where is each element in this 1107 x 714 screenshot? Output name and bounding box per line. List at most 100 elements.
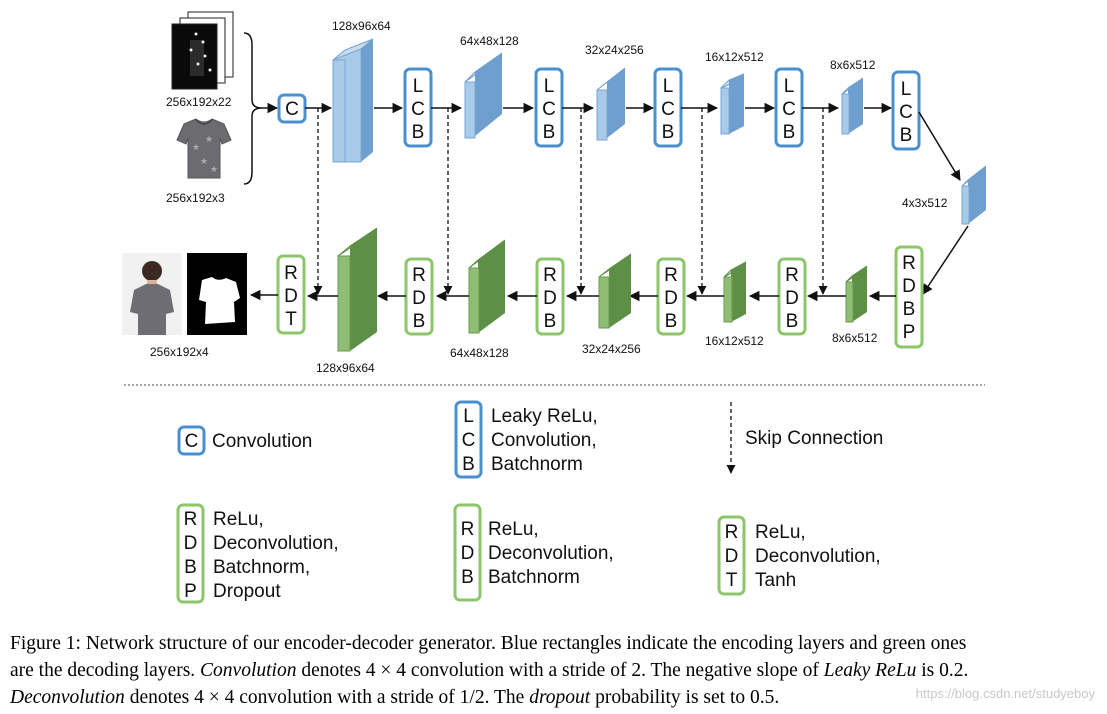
decoder-block-64x48x128 [468, 239, 506, 334]
input-mask-size-label: 256x192x22 [166, 95, 232, 109]
svg-text:C: C [782, 99, 796, 120]
legend-rdbp: R D B P ReLu, Deconvolution, Batchnorm, … [176, 503, 339, 604]
encoder-block-64x48x128 [464, 52, 503, 139]
svg-text:B: B [462, 454, 475, 475]
svg-text:C: C [462, 430, 476, 451]
encoder-lcb-box-1: L C B [403, 67, 433, 148]
svg-text:ReLu,: ReLu, [213, 509, 264, 530]
svg-text:★: ★ [200, 156, 208, 166]
encoder-block-32x24x256 [596, 67, 626, 141]
svg-text:D: D [284, 286, 298, 307]
watermark: https://blog.csdn.net/studyeboy [915, 686, 1095, 701]
caption-line-2: are the decoding layers. Convolution den… [10, 660, 969, 681]
svg-text:D: D [412, 288, 426, 309]
svg-text:B: B [544, 311, 557, 332]
input-mask-stack-image [171, 11, 234, 90]
encoder-size-5: 8x6x512 [830, 58, 876, 72]
legend-rdt: R D T ReLu, Deconvolution, Tanh [717, 515, 881, 596]
decoder-rdt-box: R D T [276, 254, 306, 335]
svg-text:★: ★ [205, 134, 213, 144]
decoder-rdb-box-4: R D B [404, 257, 434, 336]
svg-text:D: D [184, 533, 198, 554]
svg-text:Deconvolution,: Deconvolution, [755, 546, 881, 567]
encoder-size-1: 128x96x64 [332, 19, 391, 33]
svg-text:R: R [725, 522, 739, 543]
svg-text:D: D [543, 288, 557, 309]
encoder-size-3: 32x24x256 [585, 43, 644, 57]
svg-text:P: P [184, 581, 197, 602]
svg-text:L: L [901, 79, 912, 100]
svg-text:R: R [412, 265, 426, 286]
svg-text:R: R [902, 253, 916, 274]
svg-text:B: B [665, 311, 678, 332]
decoder-size-1: 8x6x512 [832, 331, 878, 345]
svg-text:T: T [285, 309, 297, 330]
decoder-block-16x12x512 [723, 261, 747, 323]
legend-conv: C Convolution [177, 425, 312, 456]
svg-text:B: B [783, 122, 796, 143]
input-brace [243, 32, 263, 185]
encoder-block-8x6x512 [841, 77, 864, 135]
legend-lcb: L C B Leaky ReLu, Convolution, Batchnorm [454, 400, 598, 479]
svg-text:Tanh: Tanh [755, 570, 796, 591]
svg-text:C: C [285, 99, 299, 120]
svg-text:D: D [785, 288, 799, 309]
encoder-block-16x12x512 [720, 73, 745, 135]
encoder-lcb-box-2: L C B [534, 67, 564, 148]
decoder-block-8x6x512 [845, 265, 868, 323]
caption-line-1: Figure 1: Network structure of our encod… [10, 633, 967, 654]
svg-text:C: C [185, 431, 199, 452]
svg-text:Batchnorm: Batchnorm [491, 454, 583, 475]
svg-text:Deconvolution,: Deconvolution, [213, 533, 339, 554]
bottleneck-size-label: 4x3x512 [902, 196, 948, 210]
svg-text:B: B [786, 311, 799, 332]
decoder-rdb-box-2: R D B [656, 257, 686, 336]
svg-text:B: B [461, 567, 474, 588]
svg-text:D: D [461, 543, 475, 564]
svg-text:★: ★ [210, 164, 218, 174]
svg-text:C: C [899, 102, 913, 123]
svg-text:B: B [543, 122, 556, 143]
svg-text:D: D [725, 546, 739, 567]
output-person-image [122, 253, 182, 335]
svg-text:Batchnorm: Batchnorm [488, 567, 580, 588]
svg-text:★: ★ [192, 142, 200, 152]
decoder-size-2: 16x12x512 [705, 334, 764, 348]
encoder-lcb-box-5: L C B [891, 70, 921, 151]
svg-text:D: D [664, 288, 678, 309]
svg-text:B: B [412, 122, 425, 143]
svg-text:B: B [900, 125, 913, 146]
svg-text:B: B [184, 557, 197, 578]
decoder-rdbp-box: R D B P [894, 245, 924, 349]
network-diagram: 256x192x22 ★ ★ ★ ★ 256x192x3 C 128x96x64… [122, 11, 987, 604]
svg-text:R: R [284, 263, 298, 284]
encoder-block-128x96x64 [332, 38, 374, 163]
skip-connections [313, 108, 828, 295]
svg-text:T: T [726, 570, 738, 591]
encoder-size-2: 64x48x128 [460, 34, 519, 48]
input-image-size-label: 256x192x3 [166, 191, 225, 205]
decoder-block-128x96x64 [337, 227, 378, 352]
figure-caption: Figure 1: Network structure of our encod… [10, 630, 1105, 711]
decoder-size-5: 128x96x64 [316, 361, 375, 375]
svg-text:Batchnorm,: Batchnorm, [213, 557, 310, 578]
encoder-lcb-box-4: L C B [774, 67, 804, 148]
svg-text:R: R [184, 509, 198, 530]
svg-text:L: L [413, 76, 424, 97]
svg-text:C: C [411, 99, 425, 120]
decoder-rdb-box-1: R D B [777, 257, 807, 336]
svg-text:Convolution,: Convolution, [491, 430, 597, 451]
encoder-conv-box: C [277, 93, 307, 124]
svg-text:C: C [542, 99, 556, 120]
decoder-block-32x24x256 [598, 253, 632, 329]
svg-text:C: C [661, 99, 675, 120]
svg-text:L: L [663, 76, 674, 97]
svg-text:P: P [903, 322, 916, 343]
legend-skip: Skip Connection [726, 402, 883, 474]
output-mask-image [187, 253, 247, 335]
svg-text:Leaky ReLu,: Leaky ReLu, [491, 406, 598, 427]
svg-text:Dropout: Dropout [213, 581, 281, 602]
svg-text:Convolution: Convolution [212, 431, 312, 452]
encoder-lcb-box-3: L C B [653, 67, 683, 148]
input-tshirt-image: ★ ★ ★ ★ [176, 118, 232, 179]
